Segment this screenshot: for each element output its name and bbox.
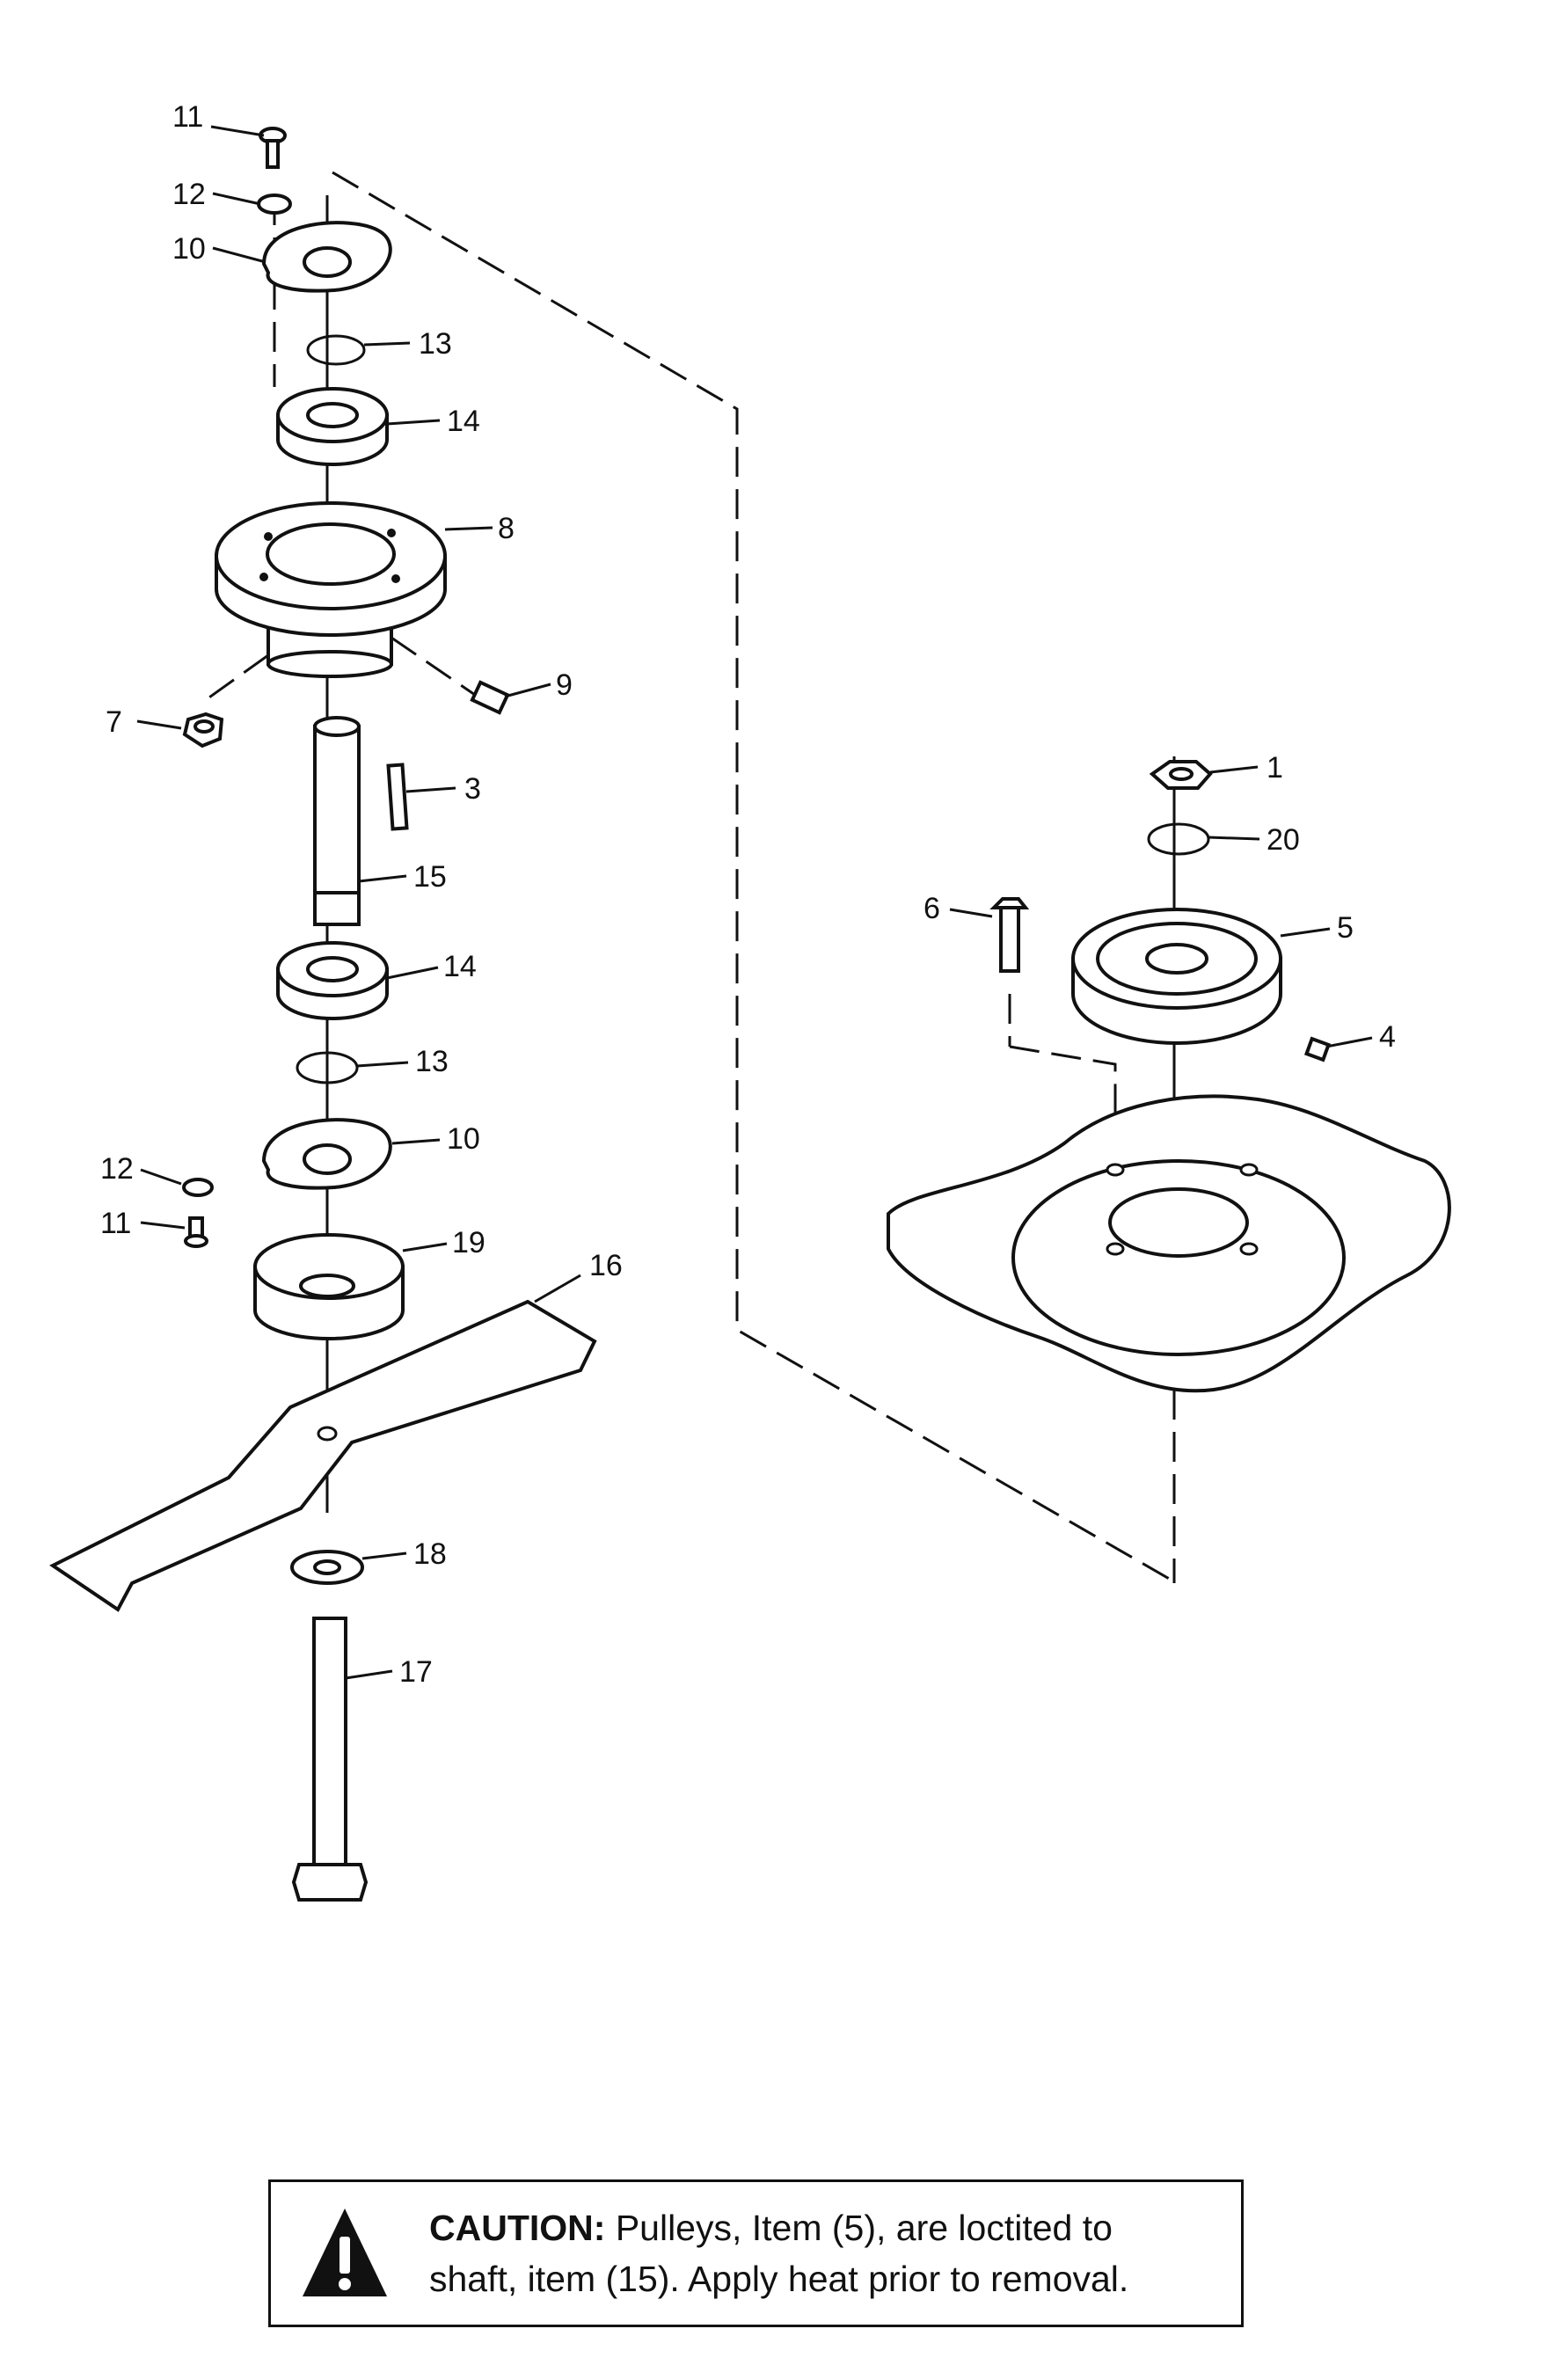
part-16-mower-blade xyxy=(49,1299,597,1612)
part-10-retainer-bottom xyxy=(261,1118,392,1190)
part-6-bolt xyxy=(989,897,1030,973)
callout-10-top: 10 xyxy=(172,232,206,266)
callout-8: 8 xyxy=(498,512,515,545)
part-17-blade-bolt xyxy=(291,1617,369,1902)
callout-12-bottom: 12 xyxy=(100,1152,134,1186)
callout-13-bottom: 13 xyxy=(415,1045,449,1078)
part-18-blade-washer xyxy=(290,1550,364,1585)
callout-6: 6 xyxy=(924,892,940,925)
part-13-snapring-bottom xyxy=(296,1051,359,1084)
part-7-locknut xyxy=(182,653,269,748)
callout-4: 4 xyxy=(1379,1020,1396,1054)
callout-labels: 11 12 10 13 14 8 9 7 3 15 14 13 10 12 11… xyxy=(100,100,1396,1689)
callout-20: 20 xyxy=(1267,823,1300,857)
part-14-bearing-bottom xyxy=(276,941,389,1020)
part-5-pulley xyxy=(1071,908,1282,1045)
part-4-setscrew xyxy=(1303,1036,1332,1062)
callout-7: 7 xyxy=(106,705,122,739)
caution-heading: CAUTION: xyxy=(429,2208,606,2248)
part-11-screw-bottom xyxy=(184,1216,208,1248)
callout-1: 1 xyxy=(1267,751,1283,785)
part-8-spindle-housing xyxy=(215,501,447,678)
part-14-bearing-top xyxy=(276,387,389,466)
part-3-key xyxy=(386,763,409,831)
callout-9: 9 xyxy=(556,668,573,702)
part-12-lockwasher-top xyxy=(257,193,292,215)
mower-deck-section xyxy=(887,1094,1451,1393)
part-20-lockwasher xyxy=(1147,822,1210,856)
part-19-blade-adapter xyxy=(253,1233,405,1340)
callout-18: 18 xyxy=(413,1537,447,1571)
part-13-snapring-top xyxy=(306,334,366,366)
callout-leaders xyxy=(136,125,1373,1680)
caution-line-1: CAUTION: Pulleys, Item (5), are loctited… xyxy=(429,2202,1128,2253)
callout-10-bottom: 10 xyxy=(447,1122,480,1156)
callout-13-top: 13 xyxy=(419,327,452,361)
callout-3: 3 xyxy=(464,772,481,806)
part-12-lockwasher-bottom xyxy=(182,1178,214,1197)
callout-11-top: 11 xyxy=(172,100,203,134)
part-10-retainer-top xyxy=(261,221,392,293)
caution-line-2: shaft, item (15). Apply heat prior to re… xyxy=(429,2259,1129,2299)
warning-triangle-icon xyxy=(303,2208,387,2296)
callout-16: 16 xyxy=(589,1249,623,1282)
callout-17: 17 xyxy=(399,1655,433,1689)
assembly-dashed-frame xyxy=(332,171,1178,1585)
callout-15: 15 xyxy=(413,860,447,894)
caution-notice: CAUTION: Pulleys, Item (5), are loctited… xyxy=(268,2179,1244,2327)
callout-5: 5 xyxy=(1337,911,1354,945)
caution-line-1-text: Pulleys, Item (5), are loctited to xyxy=(605,2208,1113,2248)
callout-19: 19 xyxy=(452,1226,485,1259)
part-15-spindle-shaft xyxy=(313,716,361,926)
part-9-grease-fitting xyxy=(391,636,510,715)
part-1-nut xyxy=(1149,760,1213,790)
callout-14-top: 14 xyxy=(447,405,480,438)
callout-11-bottom: 11 xyxy=(100,1207,131,1240)
caution-text: CAUTION: Pulleys, Item (5), are loctited… xyxy=(429,2202,1128,2304)
callout-14-bottom: 14 xyxy=(443,950,477,983)
callout-12-top: 12 xyxy=(172,178,206,211)
